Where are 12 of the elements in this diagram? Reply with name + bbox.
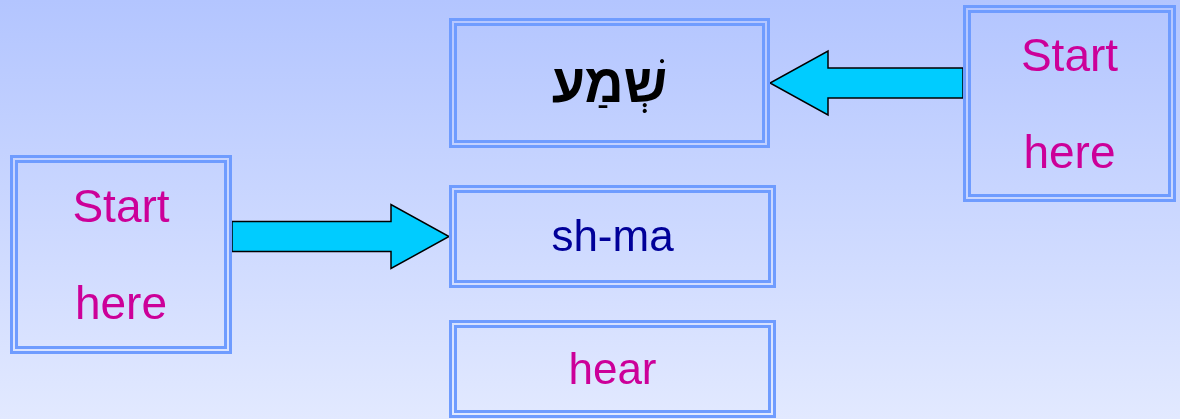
start-label: Start here [71,178,171,331]
hebrew-word: שְׁמַע [551,51,668,115]
transliteration: sh-ma [551,210,674,263]
block-arrow [231,203,451,270]
translation: hear [568,342,657,395]
start-label: Start here [1019,27,1120,180]
word-box [963,5,1176,202]
word-box [10,155,232,354]
word-box [449,185,776,288]
block-arrow [768,49,964,117]
word-box [449,18,770,148]
word-box [449,320,776,418]
